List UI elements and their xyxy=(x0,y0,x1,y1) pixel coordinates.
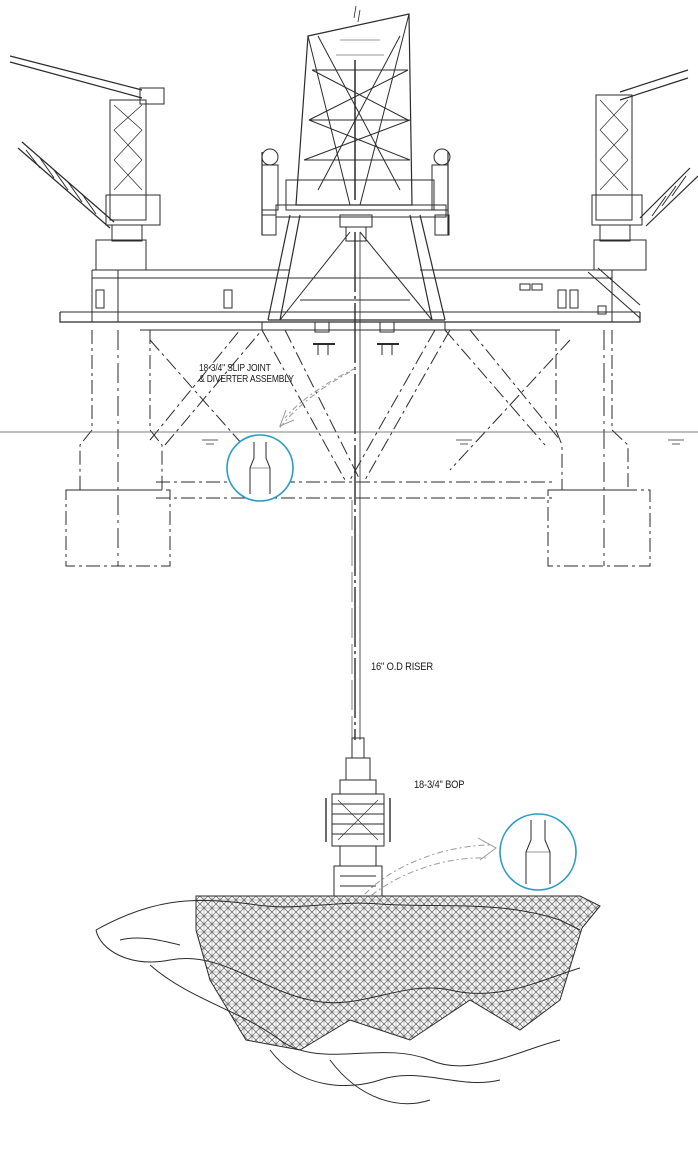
drill-floor xyxy=(261,148,451,355)
detail-leaders xyxy=(277,367,497,916)
slip-joint-label: 18-3/4" SLIP JOINT & DIVERTER ASSEMBLY xyxy=(199,363,294,385)
waterline xyxy=(0,431,698,445)
right-crane xyxy=(591,69,698,322)
slip-joint-detail xyxy=(226,434,294,502)
main-deck xyxy=(59,267,641,331)
slip-joint-label-line1: 18-3/4" SLIP JOINT xyxy=(199,363,271,374)
left-crane xyxy=(9,55,165,322)
riser-label: 16" O.D RISER xyxy=(371,661,433,673)
bop-detail xyxy=(499,813,577,891)
slip-joint-label-line2: & DIVERTER ASSEMBLY xyxy=(199,374,294,385)
riser xyxy=(351,232,361,740)
seabed xyxy=(95,895,601,1105)
derrick xyxy=(295,5,413,206)
bop-label: 18-3/4" BOP xyxy=(414,779,465,791)
bop-stack xyxy=(325,737,391,897)
columns xyxy=(65,329,651,567)
